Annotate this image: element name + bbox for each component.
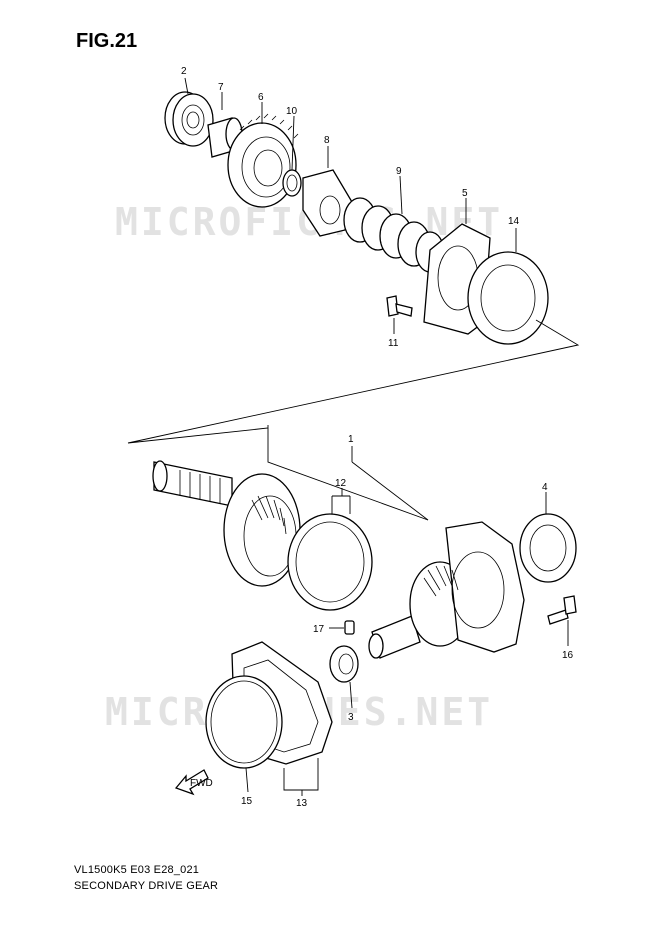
callout-6: 6 [258, 92, 264, 103]
callout-11: 11 [388, 338, 399, 349]
part-15-o-ring [205, 675, 283, 769]
leader-lines [184, 77, 569, 796]
callout-9: 9 [396, 166, 402, 177]
callout-15: 15 [241, 796, 253, 807]
callout-12: 12 [335, 478, 347, 489]
part-4-oil-seal [519, 513, 577, 583]
callout-17: 17 [313, 624, 325, 635]
fwd-arrow-icon: FWD [174, 769, 213, 796]
fwd-label: FWD [190, 778, 213, 789]
callout-13: 13 [296, 798, 308, 809]
part-2-bearing [164, 91, 214, 147]
callout-16: 16 [562, 650, 574, 661]
callout-2: 2 [181, 66, 187, 77]
part-11-bolt [386, 295, 413, 317]
callout-5: 5 [462, 188, 468, 199]
callout-14: 14 [508, 216, 520, 227]
callout-7: 7 [218, 82, 224, 93]
part-16-bolt [547, 595, 577, 625]
part-12-shim [287, 513, 373, 611]
part-17-dowel-pin [344, 620, 355, 635]
caption-model-code: VL1500K5 E03 E28_021 [74, 864, 200, 876]
part-1-shaft [152, 460, 301, 587]
callout-10: 10 [286, 106, 298, 117]
part-3-nut [329, 645, 359, 683]
callout-8: 8 [324, 135, 330, 146]
part-10-circlip [282, 169, 302, 197]
callout-1: 1 [348, 434, 354, 445]
figure-title: FIG.21 [76, 30, 138, 52]
caption-title: SECONDARY DRIVE GEAR [74, 880, 219, 892]
callout-4: 4 [542, 482, 548, 493]
assembly-link-line [127, 319, 580, 444]
part-14-shim [467, 251, 549, 345]
part-1-pinion [368, 521, 525, 659]
callout-numbers: 2 7 6 10 8 9 5 14 11 1 12 4 17 16 3 15 1… [181, 66, 574, 809]
callout-3: 3 [348, 712, 354, 723]
part-8-cam [302, 169, 353, 237]
